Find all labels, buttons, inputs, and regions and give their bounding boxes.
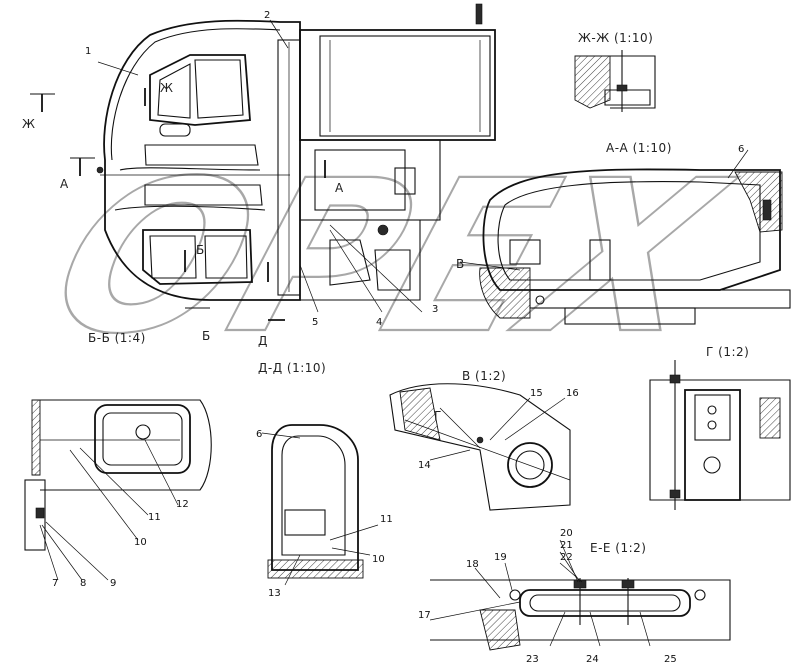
section-d-d: Д-Д (1:10) bbox=[258, 361, 379, 586]
section-a-a: А-А (1:10) bbox=[459, 141, 791, 325]
section-b-b: Б-Б (1:4) bbox=[24, 331, 212, 581]
callout-3: 3 bbox=[432, 304, 438, 315]
callout-18: 18 bbox=[466, 559, 479, 570]
mark-d-1: Д bbox=[258, 334, 268, 348]
callout-8: 8 bbox=[80, 578, 86, 589]
section-e-e: Е-Е (1:2) bbox=[429, 539, 731, 651]
mark-g-1: Г bbox=[434, 409, 442, 423]
callout-25: 25 bbox=[664, 654, 677, 665]
callout-5: 5 bbox=[312, 317, 318, 328]
mark-v-1: В bbox=[456, 257, 465, 271]
section-markers: Ж Ж А А Б Б Д bbox=[22, 81, 344, 348]
title-v: В (1:2) bbox=[462, 369, 506, 383]
title-e-e: Е-Е (1:2) bbox=[590, 541, 646, 555]
callout-22: 22 bbox=[560, 552, 573, 563]
callout-1: 1 bbox=[85, 46, 91, 57]
title-d-d: Д-Д (1:10) bbox=[258, 361, 326, 375]
mark-zh-2: Ж bbox=[160, 81, 173, 95]
mark-b-1: Б bbox=[196, 243, 205, 257]
mark-zh-1: Ж bbox=[22, 117, 35, 131]
callout-11b: 11 bbox=[380, 514, 393, 525]
callout-6b: 6 bbox=[256, 429, 262, 440]
callout-13: 13 bbox=[268, 588, 281, 599]
title-b-b: Б-Б (1:4) bbox=[88, 331, 146, 345]
callout-14: 14 bbox=[418, 460, 431, 471]
callout-16: 16 bbox=[566, 388, 579, 399]
callout-21: 21 bbox=[560, 540, 573, 551]
callout-6a: 6 bbox=[738, 144, 744, 155]
callout-12: 12 bbox=[176, 499, 189, 510]
mark-b-2: Б bbox=[202, 329, 211, 343]
callout-19: 19 bbox=[494, 552, 507, 563]
callout-20: 20 bbox=[560, 528, 573, 539]
callout-10a: 10 bbox=[134, 537, 147, 548]
cabin-main-view bbox=[96, 3, 496, 301]
title-zh-zh: Ж-Ж (1:10) bbox=[578, 31, 653, 45]
callout-24: 24 bbox=[586, 654, 599, 665]
view-g: Г (1:2) bbox=[649, 345, 791, 510]
callout-23: 23 bbox=[526, 654, 539, 665]
callout-11a: 11 bbox=[148, 512, 161, 523]
mark-a-2: А bbox=[335, 181, 344, 195]
section-zh-zh: Ж-Ж (1:10) bbox=[574, 31, 656, 112]
callout-10b: 10 bbox=[372, 554, 385, 565]
callout-2: 2 bbox=[264, 10, 270, 21]
title-a-a: А-А (1:10) bbox=[606, 141, 672, 155]
callout-4: 4 bbox=[376, 317, 382, 328]
callout-17: 17 bbox=[418, 610, 431, 621]
title-g: Г (1:2) bbox=[706, 345, 749, 359]
callout-9: 9 bbox=[110, 578, 116, 589]
callout-15: 15 bbox=[530, 388, 543, 399]
leader-lines-main bbox=[97, 19, 423, 313]
callout-7: 7 bbox=[52, 578, 58, 589]
mark-a-1: А bbox=[60, 177, 69, 191]
view-v: В (1:2) bbox=[389, 369, 571, 511]
